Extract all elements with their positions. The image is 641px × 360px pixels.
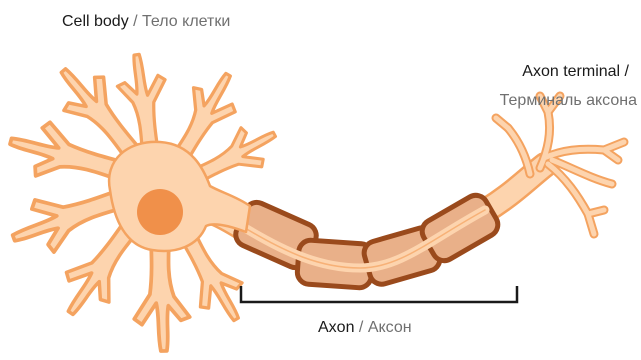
label-separator: / (354, 319, 367, 336)
nucleus (137, 189, 183, 235)
cell-body-label: Cell body / Тело клетки (62, 12, 230, 32)
axon-label: Axon / Аксон (318, 318, 412, 338)
axon-bracket (241, 286, 517, 302)
axon-terminal-label-ru: Терминаль аксона (500, 91, 637, 111)
label-separator: / (620, 63, 629, 80)
axon-label-en: Axon (318, 319, 354, 336)
cell-body-label-en: Cell body (62, 13, 129, 30)
cell-body-label-ru: Тело клетки (142, 13, 230, 30)
label-separator: / (129, 13, 142, 30)
axon-label-ru: Аксон (368, 319, 412, 336)
axon-terminal-label: Axon terminal / (522, 62, 629, 82)
axon-terminal-label-en: Axon terminal (522, 63, 620, 80)
axon-terminal (496, 96, 624, 234)
